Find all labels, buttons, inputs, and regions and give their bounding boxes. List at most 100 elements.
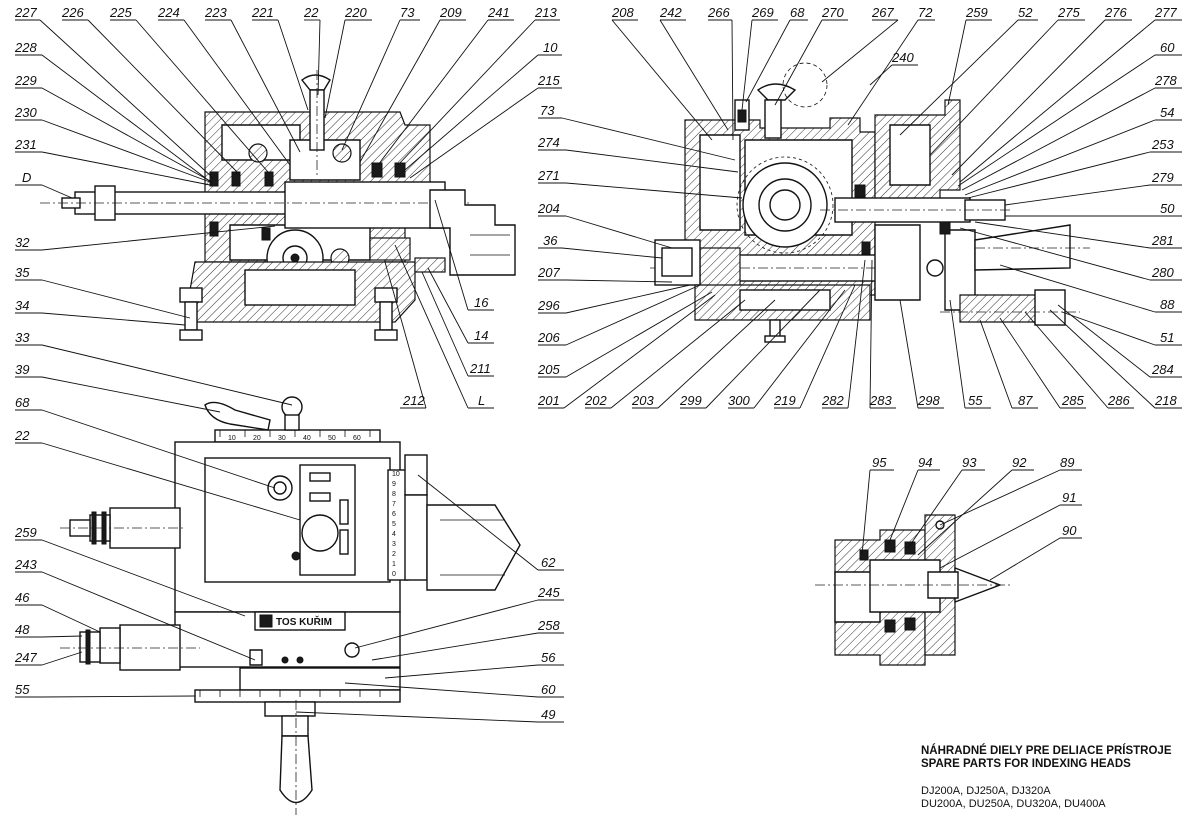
part-number: 92 [1012,455,1027,470]
part-number: 209 [439,5,462,20]
callout: 281 [974,221,1182,249]
part-number: 35 [15,265,30,280]
part-number: 73 [540,103,555,118]
callout: 51 [1061,311,1182,346]
callout: 259 [947,5,992,106]
callout: 209 [359,5,466,163]
scale-tick-label: 3 [392,541,396,548]
callout: 241 [377,5,514,166]
part-number: 14 [474,328,488,343]
part-number: 221 [251,5,274,20]
callout: 220 [324,5,372,119]
callout: 221 [251,5,309,111]
dial-tick-label: 60 [353,435,361,442]
callout: 219 [773,284,856,409]
callout: 279 [1004,170,1182,206]
callout: 36 [538,233,663,259]
callout: 54 [964,105,1182,196]
callout: 16 [434,199,494,311]
callout: 48 [15,622,83,638]
callout: 95 [861,455,894,556]
part-number: 95 [872,455,887,470]
drawing-caption: NÁHRADNÉ DIELY PRE DELIACE PRÍSTROJE SPA… [921,745,1191,811]
callout: 87 [979,319,1038,409]
callout: 208 [611,5,713,141]
callout: 14 [427,267,494,344]
callout: 202 [584,299,746,409]
callout: 267 [821,5,899,83]
callout: 60 [957,40,1182,187]
part-number: 271 [537,168,560,183]
side-section-view [650,62,1090,343]
callout: 243 [14,557,256,661]
part-number: 202 [584,393,607,408]
callout: 93 [907,455,985,549]
callout: 91 [939,490,1082,569]
callout: 32 [15,225,276,251]
part-number: 16 [474,295,489,310]
callout: 204 [537,201,673,249]
plan-view: 10 20 30 40 50 60 0 1 2 3 4 5 [60,396,521,815]
part-number: 33 [15,330,30,345]
callout: 226 [61,5,241,176]
part-number: 54 [1160,105,1174,120]
part-number: 51 [1160,330,1174,345]
dial-tick-label: 10 [228,435,236,442]
part-number: 283 [869,393,892,408]
part-number: 228 [14,40,37,55]
part-number: 231 [14,137,37,152]
dial-tick-label: 20 [253,435,261,442]
part-number: 300 [728,393,750,408]
part-number: 22 [303,5,319,20]
dial-tick-label: 30 [278,435,286,442]
part-number: 241 [487,5,510,20]
callout: 278 [961,73,1182,191]
scale-tick-label: 9 [392,481,396,488]
part-number: 282 [821,393,844,408]
scale-tick-label: 4 [392,531,396,538]
callout: 68 [15,395,276,489]
part-number: 227 [14,5,37,20]
part-number: 229 [14,73,37,88]
part-number: 298 [917,393,940,408]
part-number: 286 [1107,393,1130,408]
part-number: 88 [1160,297,1175,312]
part-number: 91 [1062,490,1076,505]
part-number: 36 [543,233,558,248]
part-number: 39 [15,362,29,377]
part-number: 275 [1057,5,1080,20]
callout: 205 [537,291,713,378]
part-number: L [478,393,485,408]
caption-models-line1: DJ200A, DJ250A, DJ320A [921,785,1051,797]
callout: 49 [295,707,564,723]
scale-tick-label: 6 [392,511,396,518]
callout: 259 [14,525,246,617]
part-number: 46 [15,590,30,605]
scale-tick-label: 0 [392,571,396,578]
part-number: 240 [891,50,914,65]
callout: 60 [344,682,564,698]
part-number: 73 [400,5,415,20]
callout: 228 [14,40,213,184]
callout: 277 [959,5,1182,183]
callout: 39 [15,362,221,413]
callout: 253 [967,137,1182,199]
callout: 247 [14,650,83,666]
callout: 22 [303,5,321,96]
tailstock-detail-view [815,514,1010,666]
part-number: 204 [537,201,560,216]
callout: 270 [774,5,848,106]
part-number: 56 [541,650,556,665]
callout: 227 [14,5,214,179]
part-number: 269 [751,5,774,20]
part-number: 10 [543,40,558,55]
caption-title-sk: NÁHRADNÉ DIELY PRE DELIACE PRÍSTROJE [921,745,1172,757]
callout: 62 [417,474,564,571]
callout: 94 [887,455,940,546]
part-number: 206 [537,330,560,345]
callout: 207 [537,265,673,283]
part-number: 230 [14,105,37,120]
scale-tick-label: 7 [392,501,396,508]
callout: 72 [847,5,935,126]
